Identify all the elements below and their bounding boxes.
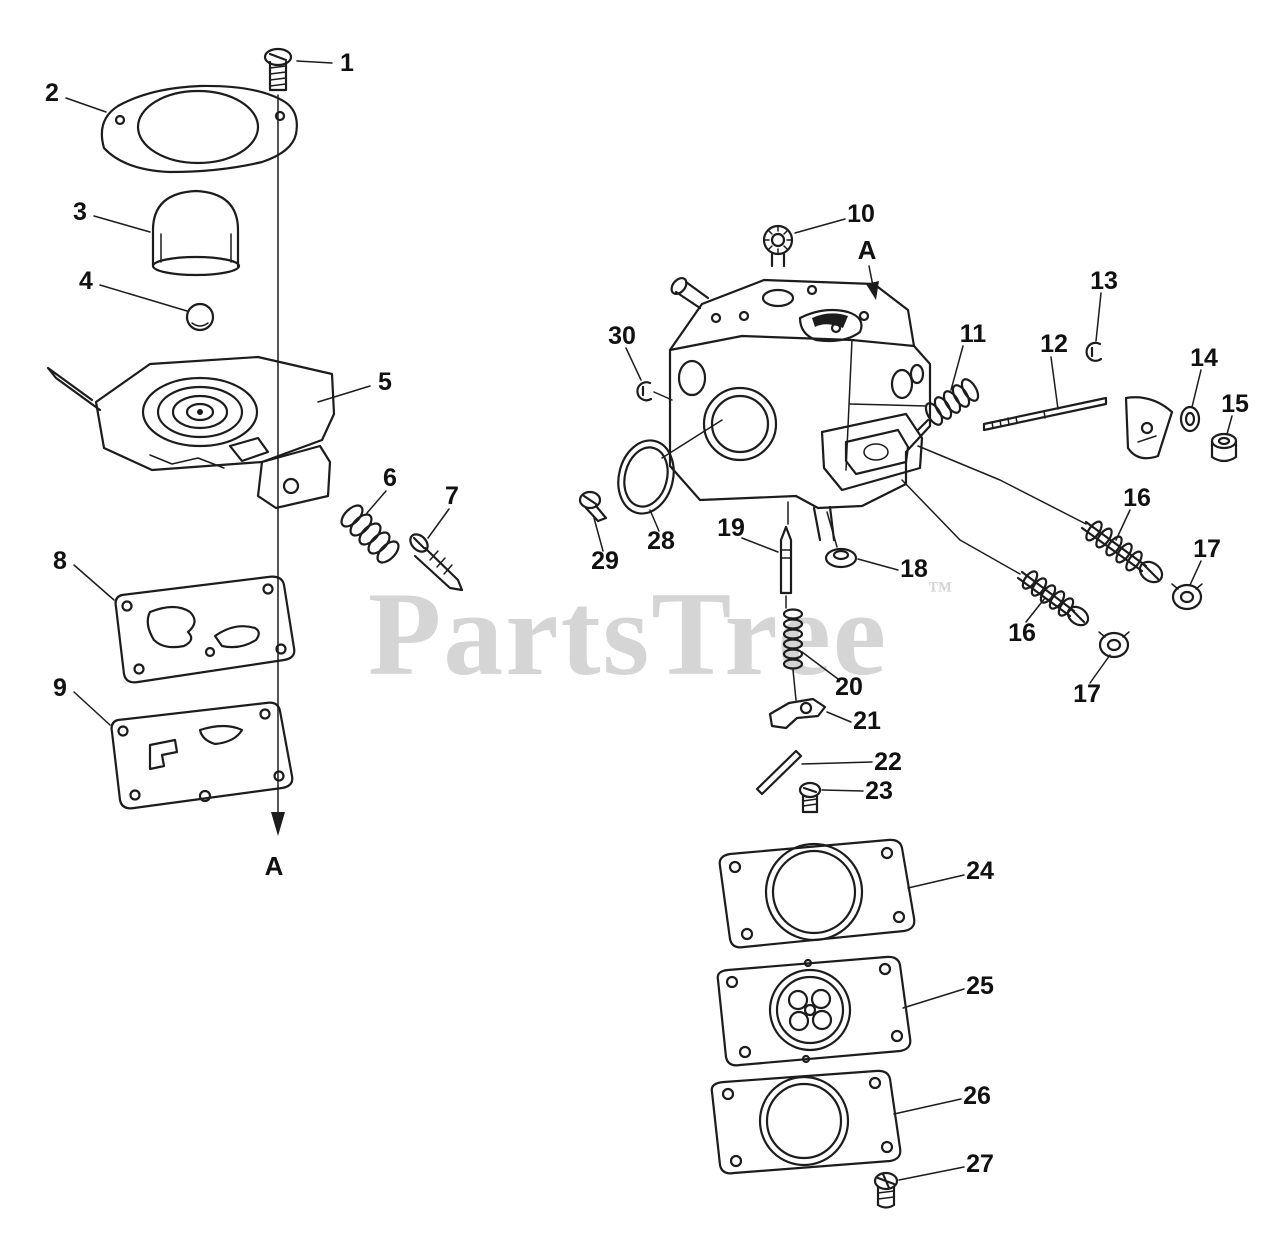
callout-22: 22	[874, 748, 902, 776]
callout-16-lower: 16	[1008, 619, 1036, 647]
part-25-diaphragm	[716, 955, 912, 1067]
leader-lines	[65, 60, 1233, 1181]
part-14-washer	[1179, 405, 1201, 433]
callout-10: 10	[847, 200, 875, 228]
callout-6: 6	[383, 464, 397, 492]
callout-17-upper: 17	[1193, 535, 1221, 563]
callout-14: 14	[1190, 344, 1218, 372]
part-1-screw	[263, 47, 293, 92]
callout-1: 1	[340, 49, 354, 77]
callout-7: 7	[445, 482, 459, 510]
watermark-text: PartsTree	[368, 567, 888, 700]
watermark: PartsTree ™	[368, 567, 952, 700]
callout-29: 29	[591, 547, 619, 575]
part-17-lower-bushing	[1098, 631, 1130, 659]
detail-marker-arrow-right	[866, 265, 879, 300]
part-3-primer-dome	[151, 189, 241, 277]
part-6-spring	[340, 504, 400, 564]
part-13-clip	[1085, 341, 1103, 362]
callout-17-lower: 17	[1073, 680, 1101, 708]
part-27-screw	[873, 1171, 899, 1209]
left-assembly-axis	[271, 94, 285, 836]
callout-15: 15	[1221, 390, 1249, 418]
watermark-trademark: ™	[928, 578, 952, 604]
callout-28: 28	[647, 527, 675, 555]
detail-marker-right: A	[858, 235, 877, 265]
part-22-pin	[755, 749, 803, 796]
callout-21: 21	[853, 707, 881, 735]
callout-18: 18	[900, 555, 928, 583]
callout-3: 3	[73, 198, 87, 226]
body-to-screw-connectors	[653, 391, 1087, 701]
detail-marker-left: A	[265, 851, 284, 881]
callout-25: 25	[966, 972, 994, 1000]
part-18-plug	[824, 511, 858, 569]
part-7-screw	[409, 533, 464, 592]
callout-30: 30	[608, 322, 636, 350]
part-19-needle	[779, 525, 793, 595]
callout-20: 20	[835, 673, 863, 701]
callout-2: 2	[45, 79, 59, 107]
callout-5: 5	[378, 368, 392, 396]
callout-11: 11	[960, 320, 987, 348]
part-2-cover-gasket	[100, 84, 298, 174]
callout-9: 9	[53, 674, 67, 702]
callout-23: 23	[865, 777, 893, 805]
part-20-spring	[782, 608, 804, 670]
part-carburetor-body	[668, 277, 932, 542]
callout-27: 27	[966, 1150, 994, 1178]
callout-labels: 1 2 3 4 5 6 7 8 9 10 11 12 13 14 15 16 1…	[45, 49, 1249, 1178]
part-10-cap	[762, 224, 794, 268]
callout-13: 13	[1090, 267, 1118, 295]
callout-26: 26	[963, 1082, 991, 1110]
part-15-nut	[1210, 432, 1238, 463]
callout-8: 8	[53, 547, 67, 575]
part-30-clip	[636, 381, 653, 402]
part-29-screw	[578, 490, 608, 523]
callout-19: 19	[717, 514, 745, 542]
throttle-lever-plate	[1124, 396, 1174, 460]
part-16-lower-mixture-screw	[1016, 570, 1090, 627]
part-24-gasket	[718, 838, 916, 949]
part-28-disc	[617, 439, 675, 515]
part-21-lever	[768, 697, 827, 730]
callout-12: 12	[1040, 330, 1068, 358]
part-26-cover-gasket	[710, 1069, 902, 1175]
part-4-check-ball	[185, 302, 215, 332]
part-16-upper-mixture-screw	[1080, 520, 1164, 584]
callout-16-upper: 16	[1123, 484, 1151, 512]
part-8-gasket	[114, 575, 296, 684]
part-11-spring	[916, 378, 980, 432]
callout-4: 4	[79, 267, 93, 295]
part-23-screw	[798, 781, 822, 814]
callout-24: 24	[966, 857, 994, 885]
part-12-shaft	[982, 396, 1108, 432]
part-9-diaphragm	[110, 701, 294, 810]
part-17-upper-bushing	[1171, 583, 1203, 611]
part-5-pump-body	[46, 355, 336, 510]
